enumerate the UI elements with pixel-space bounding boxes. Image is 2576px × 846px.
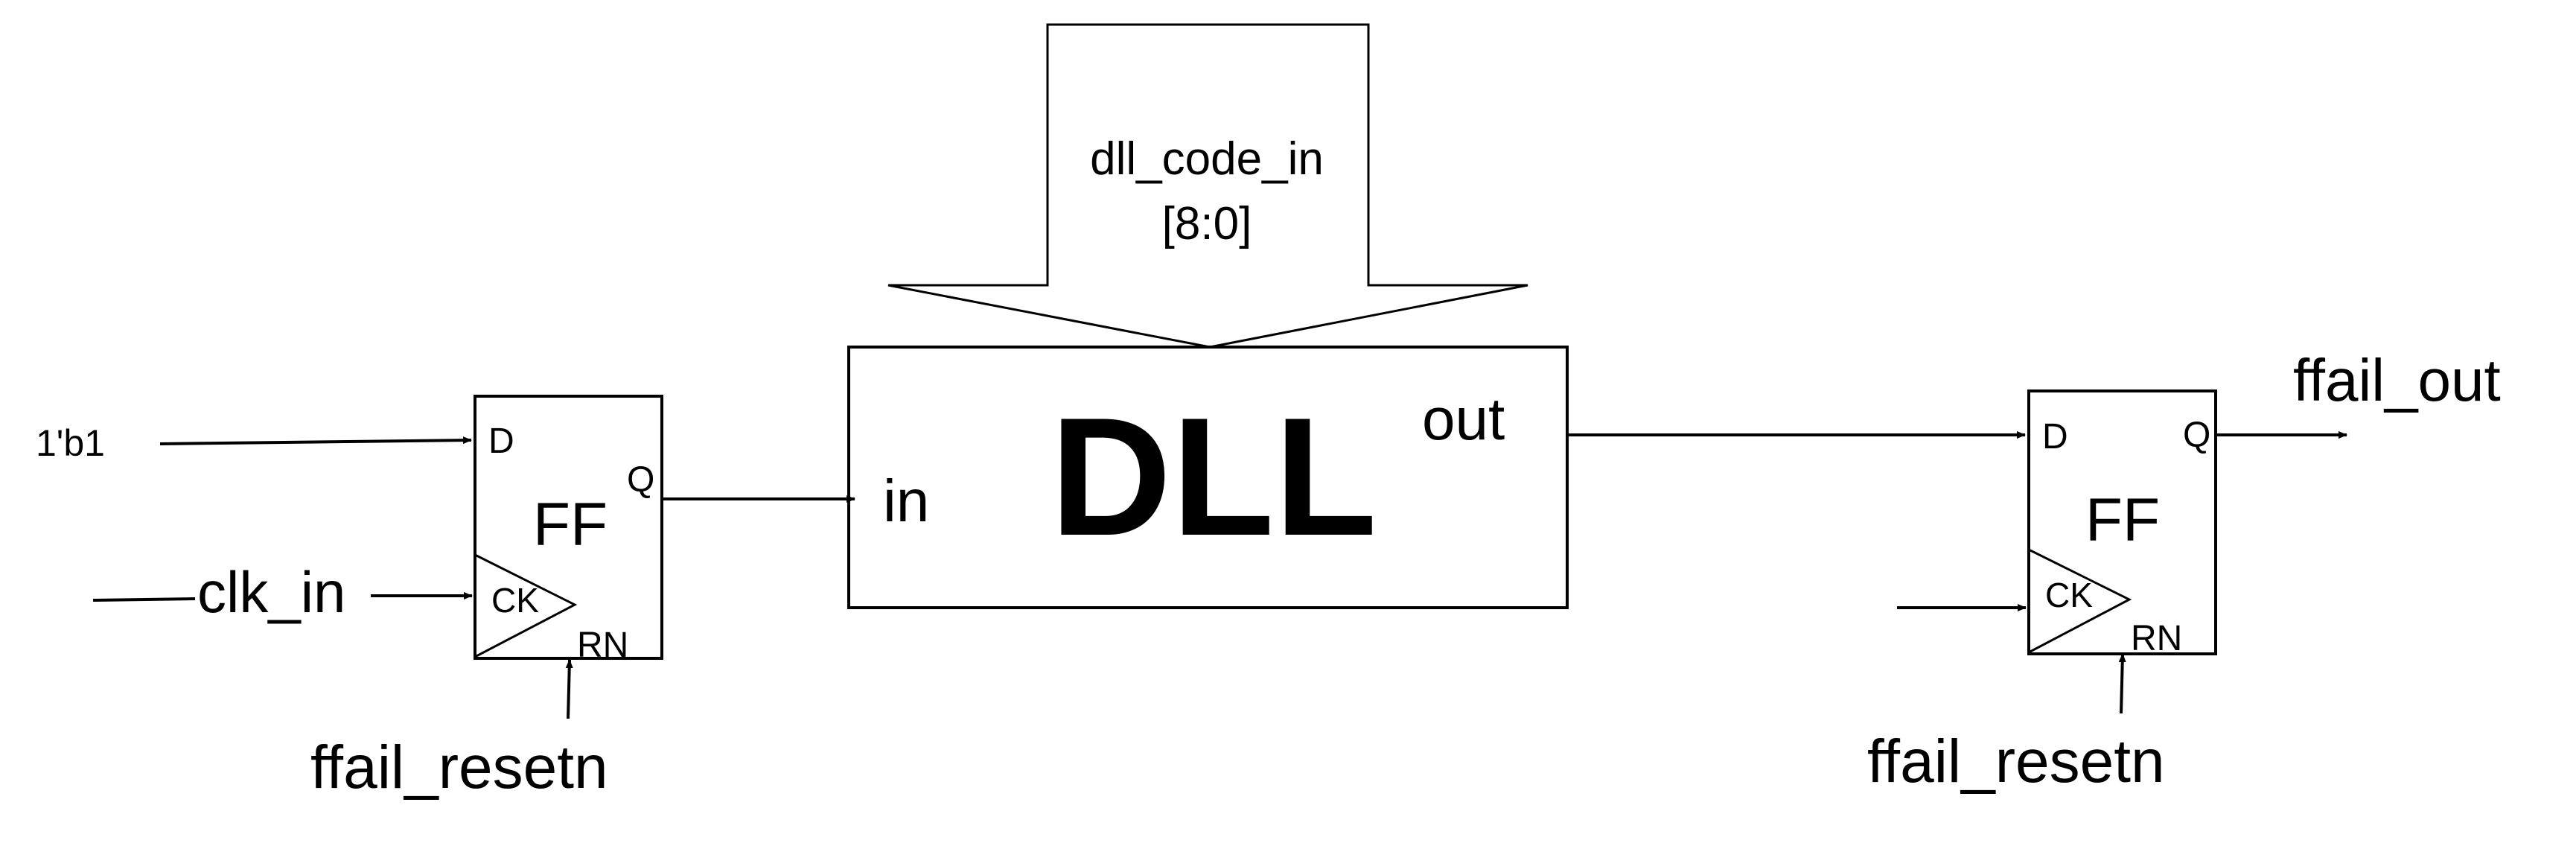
- ff-right-ck-pin: CK: [2045, 576, 2093, 614]
- ff-left-d-pin: D: [488, 422, 514, 461]
- reset-right-label: ffail_resetn: [1867, 728, 2165, 795]
- dll-title: DLL: [1050, 382, 1377, 570]
- flip-flop-left: FF D Q CK RN: [474, 395, 663, 665]
- ff-left-ck-pin: CK: [491, 581, 539, 620]
- dll-block: DLL in out: [847, 346, 1569, 609]
- flip-flop-right: FF D Q CK RN: [2027, 389, 2217, 658]
- ff-right-d-pin: D: [2042, 417, 2068, 457]
- ff-right-title: FF: [2085, 486, 2160, 554]
- ff-right-q-pin: Q: [2183, 416, 2210, 455]
- reset-left-label: ffail_resetn: [310, 734, 608, 801]
- dll-out-port: out: [1422, 386, 1505, 452]
- dll-in-port: in: [883, 468, 929, 534]
- ck-triangle-left: [474, 553, 578, 659]
- ff-left-title: FF: [533, 491, 608, 559]
- const-to-d-wire: [159, 436, 472, 445]
- dll-code-bus-label: dll_code_in: [1090, 133, 1324, 185]
- ff-left-q-pin: Q: [627, 460, 654, 500]
- dll-code-bus-width: [8:0]: [1162, 198, 1252, 249]
- dll-code-bus-arrow: [887, 23, 1528, 349]
- fail-output-label: ffail_out: [2293, 347, 2501, 413]
- clk-wire-left-segment: [92, 597, 196, 602]
- ff-right-rn-pin: RN: [2131, 619, 2182, 658]
- const-input-label: 1'b1: [36, 422, 105, 464]
- reset-left-wire: [565, 659, 573, 719]
- ck-triangle-right: [2027, 547, 2132, 655]
- clk-input-label: clk_in: [197, 559, 345, 625]
- reset-right-wire: [2118, 653, 2126, 714]
- ff-left-rn-pin: RN: [577, 626, 628, 665]
